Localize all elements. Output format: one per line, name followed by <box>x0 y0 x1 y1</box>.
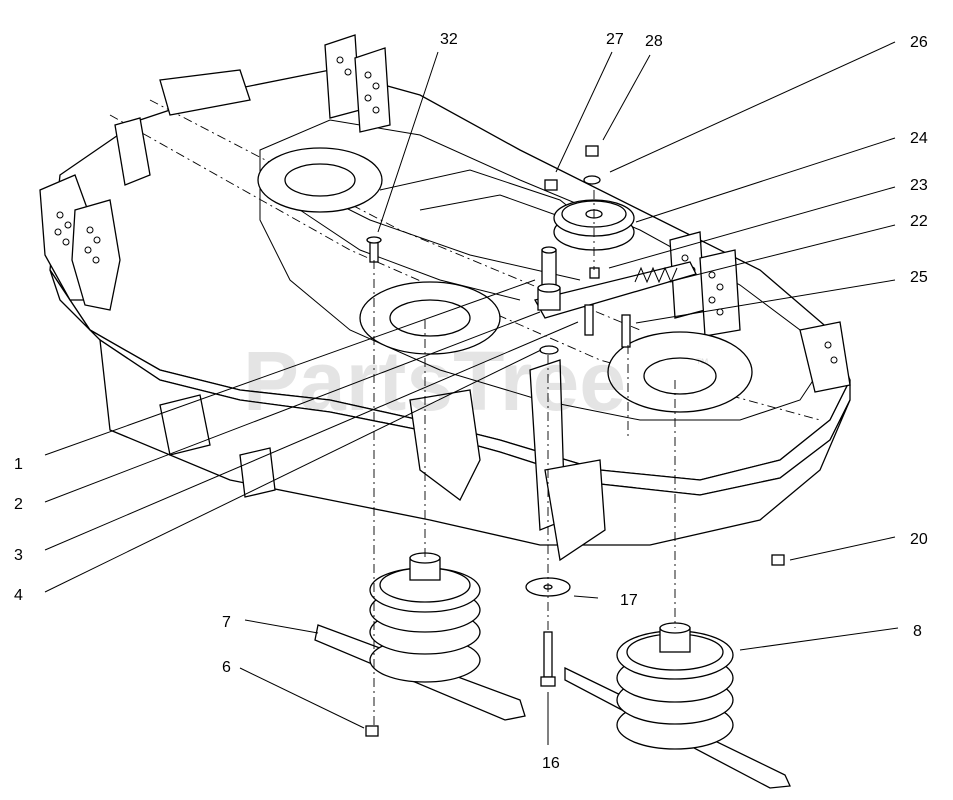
trademark-symbol: ™ <box>695 355 709 371</box>
callout-32: 32 <box>440 31 458 48</box>
callout-26: 26 <box>910 34 928 51</box>
callout-7: 7 <box>222 614 231 631</box>
bolt <box>540 631 556 687</box>
pulley-nut-washer <box>544 145 601 191</box>
callout-8: 8 <box>913 623 922 640</box>
callout-25: 25 <box>910 269 928 286</box>
callout-3: 3 <box>14 547 23 564</box>
callout-20: 20 <box>910 531 928 548</box>
callout-24: 24 <box>910 130 928 147</box>
callout-22: 22 <box>910 213 928 230</box>
callout-23: 23 <box>910 177 928 194</box>
rear-gauge-brackets <box>324 34 391 133</box>
callout-17: 17 <box>620 592 638 609</box>
right-spindle-mount <box>607 331 753 413</box>
watermark: PartsTree <box>243 334 626 428</box>
callout-6: 6 <box>222 659 231 676</box>
callout-28: 28 <box>645 33 663 50</box>
nut-right <box>771 554 785 566</box>
callout-27: 27 <box>606 31 624 48</box>
callout-2: 2 <box>14 496 23 513</box>
callout-1: 1 <box>14 456 23 473</box>
idler-pivot-stack <box>537 246 561 355</box>
idler-spring <box>634 266 678 284</box>
front-brackets <box>159 359 606 562</box>
callout-4: 4 <box>14 587 23 604</box>
right-blade-spindle-assembly <box>564 622 791 789</box>
left-blade-spindle-assembly <box>314 552 526 721</box>
callout-16: 16 <box>542 755 560 772</box>
callout-labels: 32 27 28 26 24 23 22 25 1 2 3 4 20 17 7 … <box>14 31 928 772</box>
nut-left <box>365 725 379 737</box>
idler-bolts <box>584 267 631 348</box>
left-discharge-brackets <box>39 69 251 311</box>
leader-lines <box>44 41 899 745</box>
left-spindle-mount <box>257 147 383 213</box>
